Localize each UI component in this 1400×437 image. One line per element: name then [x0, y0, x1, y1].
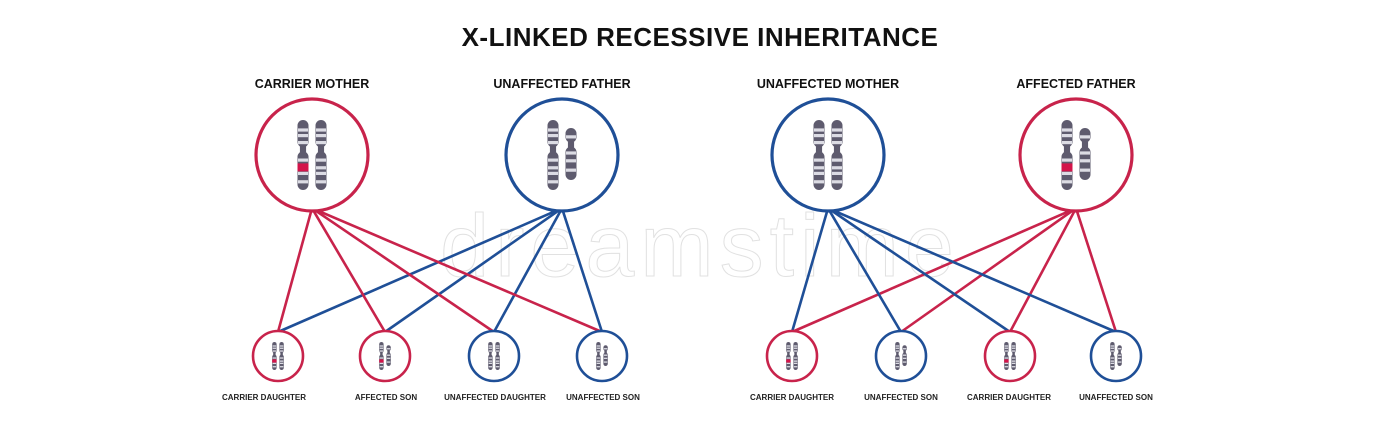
- chromosome-x: [547, 120, 559, 190]
- chromosome-x: [315, 120, 327, 190]
- child-node-0-0: [251, 329, 305, 383]
- mother-node-0: [254, 97, 370, 213]
- child-label-unaffected-son: UNAFFECTED SON: [566, 393, 640, 402]
- mother-circle: [254, 97, 370, 213]
- child-node-1-0: [765, 329, 819, 383]
- child-circle: [765, 329, 819, 383]
- chromosome-x: [495, 342, 500, 370]
- chromosome-x: [793, 342, 798, 370]
- chromosome-y: [1079, 128, 1091, 180]
- chromosome-x: [379, 342, 384, 370]
- inheritance-line: [560, 207, 604, 333]
- child-label-unaffected-son-2: UNAFFECTED SON: [864, 393, 938, 402]
- mutation-marker: [786, 359, 791, 363]
- chromosome-x: [813, 120, 825, 190]
- child-label-unaffected-son-3: UNAFFECTED SON: [1079, 393, 1153, 402]
- child-label-carrier-daughter-2: CARRIER DAUGHTER: [750, 393, 834, 402]
- chromosome-x: [895, 342, 900, 370]
- child-circle: [251, 329, 305, 383]
- child-circle: [874, 329, 928, 383]
- inheritance-line: [492, 207, 564, 333]
- inheritance-line: [1074, 207, 1118, 333]
- chromosome-x: [488, 342, 493, 370]
- inheritance-line: [277, 207, 563, 334]
- inheritance-line: [827, 207, 1011, 334]
- child-label-affected-son: AFFECTED SON: [354, 393, 418, 402]
- child-node-0-1: [358, 329, 412, 383]
- child-circle: [983, 329, 1037, 383]
- child-node-0-2: [467, 329, 521, 383]
- child-label-unaffected-daughter: UNAFFECTED DAUGHTER: [444, 393, 546, 402]
- chromosome-x: [831, 120, 843, 190]
- mutation-marker: [1061, 163, 1073, 172]
- chromosome-x: [1110, 342, 1115, 370]
- chromosome-x: [1061, 120, 1073, 190]
- chromosome-x: [596, 342, 601, 370]
- mutation-marker: [1004, 359, 1009, 363]
- person-nodes: [251, 97, 1143, 383]
- child-label-carrier-daughter: CARRIER DAUGHTER: [222, 393, 306, 402]
- child-circle: [575, 329, 629, 383]
- child-node-1-2: [983, 329, 1037, 383]
- inheritance-line: [311, 207, 495, 334]
- chromosome-x: [279, 342, 284, 370]
- chromosome-x: [272, 342, 277, 370]
- inheritance-line: [276, 207, 314, 333]
- mutation-marker: [379, 359, 384, 363]
- child-node-1-1: [874, 329, 928, 383]
- inheritance-line: [790, 207, 830, 333]
- chromosome-y: [1117, 345, 1122, 366]
- mutation-marker: [297, 163, 309, 172]
- child-circle: [1089, 329, 1143, 383]
- father-node-1: [1018, 97, 1134, 213]
- chromosome-x: [1004, 342, 1009, 370]
- child-label-carrier-daughter-3: CARRIER DAUGHTER: [967, 393, 1051, 402]
- mutation-marker: [272, 359, 277, 363]
- page-title: X-LINKED RECESSIVE INHERITANCE: [461, 22, 939, 52]
- chromosome-y: [902, 345, 907, 366]
- chromosome-y: [386, 345, 391, 366]
- parent-label-unaffected-father: UNAFFECTED FATHER: [493, 77, 631, 91]
- inheritance-lines: [276, 207, 1118, 334]
- chromosome-x: [1011, 342, 1016, 370]
- inheritance-line: [311, 207, 603, 334]
- inheritance-line: [827, 207, 1117, 334]
- inheritance-line: [1008, 207, 1078, 333]
- inheritance-line: [900, 207, 1077, 334]
- inheritance-line: [791, 207, 1077, 334]
- chromosome-y: [603, 345, 608, 366]
- mother-node-1: [770, 97, 886, 213]
- father-node-0: [504, 97, 620, 213]
- father-circle: [504, 97, 620, 213]
- mother-circle: [770, 97, 886, 213]
- chromosome-x: [786, 342, 791, 370]
- child-node-1-3: [1089, 329, 1143, 383]
- inheritance-line: [826, 207, 903, 333]
- chromosome-y: [565, 128, 577, 180]
- child-circle: [467, 329, 521, 383]
- parent-label-affected-father: AFFECTED FATHER: [1016, 77, 1136, 91]
- inheritance-line: [384, 207, 563, 334]
- child-circle: [358, 329, 412, 383]
- parent-label-unaffected-mother: UNAFFECTED MOTHER: [756, 77, 900, 91]
- parent-label-carrier-mother: CARRIER MOTHER: [254, 77, 370, 91]
- father-circle: [1018, 97, 1134, 213]
- chromosome-x: [297, 120, 309, 190]
- inheritance-line: [310, 207, 387, 333]
- child-node-0-3: [575, 329, 629, 383]
